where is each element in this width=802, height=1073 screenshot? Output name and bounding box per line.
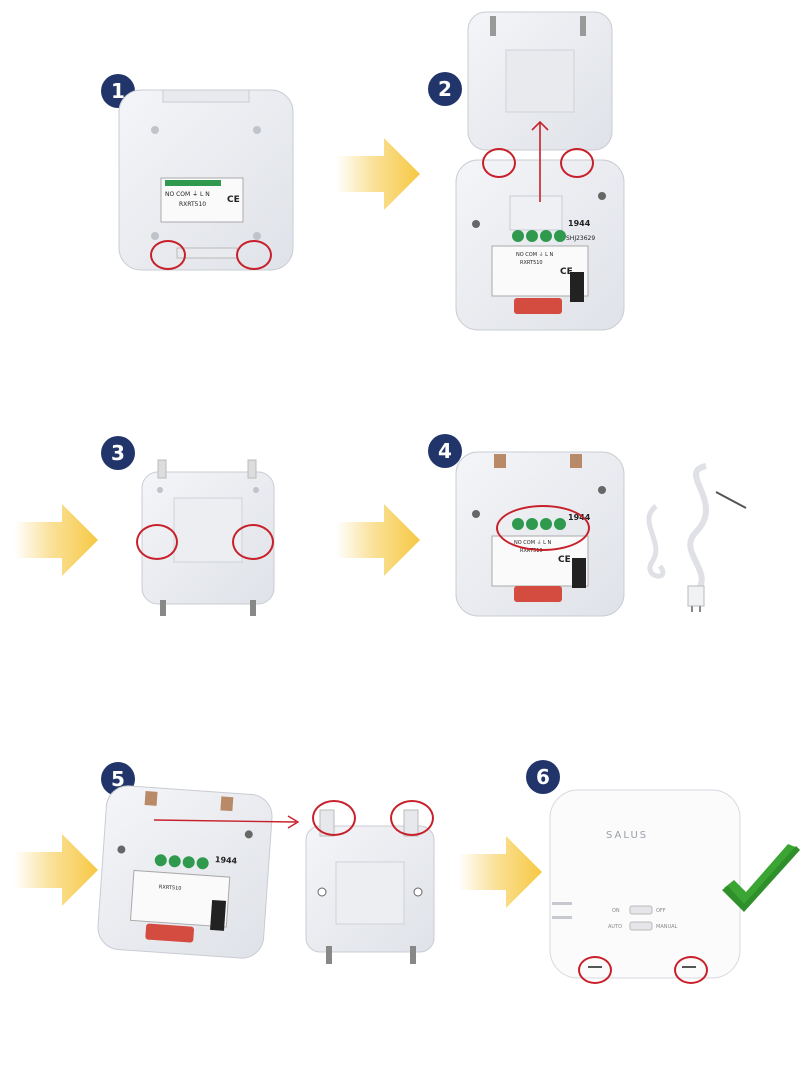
step-badge-3: 3	[101, 436, 135, 470]
svg-text:1944: 1944	[215, 855, 238, 866]
highlight-hook-right-5	[390, 800, 434, 836]
svg-text:CE: CE	[560, 267, 573, 277]
highlight-tab-left-1	[150, 240, 186, 270]
switch-on-label: ON	[612, 908, 620, 914]
svg-text:CE: CE	[558, 555, 571, 565]
checkmark-icon	[722, 844, 800, 912]
highlight-hole-left-3	[136, 524, 178, 560]
svg-text:RXRT510: RXRT510	[520, 548, 543, 554]
ce-label: CE	[227, 195, 240, 205]
svg-text:RXRT510: RXRT510	[159, 884, 182, 892]
arrow-right-icon	[336, 504, 420, 576]
device-back-step-1: NO COM ⏚ L N RXRT510 CE	[118, 89, 294, 271]
arrow-right-icon	[458, 836, 542, 908]
step-badge-6: 6	[526, 760, 560, 794]
step-badge-4: 4	[428, 434, 462, 468]
highlight-hook-left-5	[312, 800, 356, 836]
svg-text:NO COM ⏚ L N: NO COM ⏚ L N	[516, 251, 554, 258]
step-badge-1: 1	[101, 74, 135, 108]
arrow-to-hook	[153, 815, 300, 829]
highlight-slot-right-6	[674, 956, 708, 984]
highlight-tab-right-1	[236, 240, 272, 270]
terminals-label: NO COM ⏚ L N	[165, 191, 210, 198]
arrow-right-icon	[336, 138, 420, 210]
step-badge-2: 2	[428, 72, 462, 106]
serial-label: SHJ23629	[566, 235, 595, 242]
back-plate-step-3	[141, 459, 275, 616]
highlight-slot-left-6	[578, 956, 612, 984]
arrow-right-icon	[14, 504, 98, 576]
highlight-hole-right-3	[232, 524, 274, 560]
model-label: RXRT510	[179, 201, 206, 208]
power-cable-image	[646, 463, 747, 612]
device-body-step-5: 1944 RXRT510	[97, 785, 273, 959]
switch-manual-label: MANUAL	[656, 924, 678, 930]
arrow-right-icon	[14, 834, 98, 906]
switch-off-label: OFF	[656, 908, 666, 914]
switch-auto-label: AUTO	[608, 924, 622, 930]
brand-logo: SALUS	[606, 830, 648, 841]
highlight-hinge-left-2	[482, 148, 516, 178]
svg-text:RXRT510: RXRT510	[520, 260, 543, 266]
device-open-step-2: 1944 SHJ23629 NO COM ⏚ L N RXRT510 CE	[455, 11, 625, 331]
batch-label: 1944	[568, 219, 591, 228]
highlight-terminals-4	[496, 505, 590, 551]
device-front-step-6: SALUS ON OFF AUTO MANUAL	[549, 789, 741, 979]
highlight-hinge-right-2	[560, 148, 594, 178]
